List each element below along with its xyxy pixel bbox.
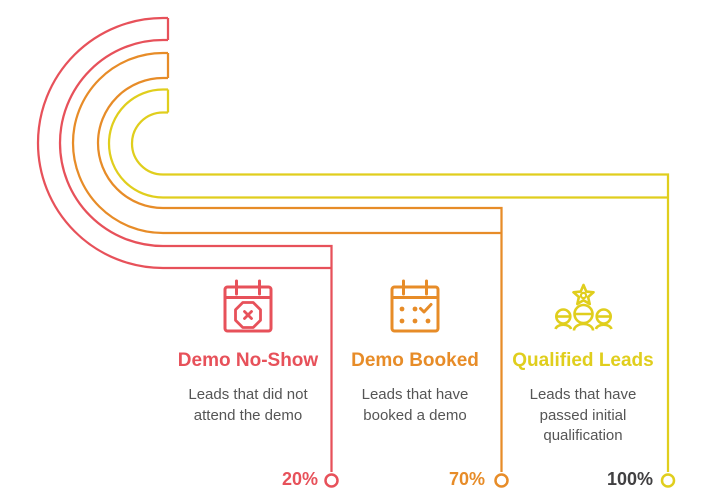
flow-tube-demo-no-show xyxy=(36,16,333,472)
stage-description-line: qualification xyxy=(543,427,623,444)
calendar-booked-icon xyxy=(390,278,440,334)
percent-label-demo-no-show: 20% xyxy=(281,469,318,489)
stage-description-line: Leads that have xyxy=(361,386,469,403)
stage-description-line: passed initial xyxy=(539,406,627,424)
stage-description-line: Leads that have xyxy=(529,386,637,403)
calendar-no-show-icon xyxy=(223,278,273,334)
stage-description-line: Leads that did not xyxy=(188,386,308,403)
stage-description-line: booked a demo xyxy=(363,406,467,424)
percent-marker-orange xyxy=(494,473,509,488)
percent-label-demo-booked: 70% xyxy=(448,469,485,489)
stage-title: Demo No-Show xyxy=(177,350,319,371)
stage-qualified-leads: Qualified Leads Leads that have passed i… xyxy=(493,278,673,447)
stage-description-line: attend the demo xyxy=(193,406,303,424)
stage-demo-no-show: Demo No-Show Leads that did not attend t… xyxy=(158,278,338,426)
qualified-leads-icon xyxy=(553,278,613,334)
percent-label-qualified-leads: 100% xyxy=(606,469,653,489)
stage-description: Leads that did not attend the demo xyxy=(188,385,307,426)
flow-tube-demo-booked xyxy=(71,51,503,472)
percent-marker-yellow xyxy=(660,473,676,488)
stage-title: Demo Booked xyxy=(351,350,479,371)
stage-demo-booked: Demo Booked Leads that have booked a dem… xyxy=(325,278,505,426)
stage-description: Leads that have booked a demo xyxy=(362,385,469,426)
stage-title: Qualified Leads xyxy=(512,350,654,371)
percent-marker-red xyxy=(324,473,339,488)
stage-description: Leads that have passed initial qualifica… xyxy=(530,385,637,447)
flow-tube-qualified-leads xyxy=(107,88,670,472)
